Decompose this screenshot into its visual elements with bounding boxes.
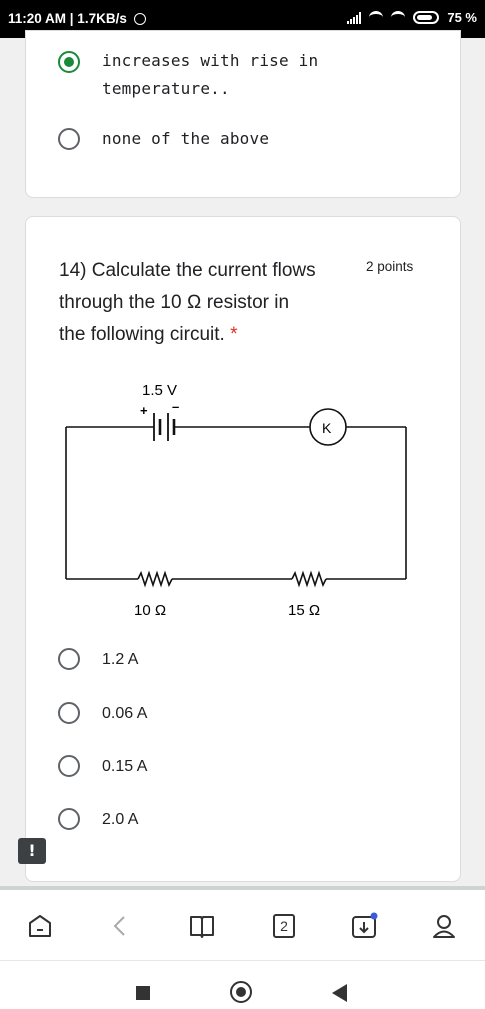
- circuit-diagram: 1.5 V + – K 10 Ω 15 Ω: [65, 382, 407, 619]
- wifi-icon: [391, 11, 406, 24]
- battery-percent: 75 %: [447, 10, 477, 25]
- option-increases-with-temperature[interactable]: increases with rise in temperature..: [58, 47, 318, 103]
- back-button[interactable]: [106, 912, 134, 940]
- option-1-2-a[interactable]: 1.2 A: [58, 648, 138, 672]
- resistor-10-label: 10 Ω: [134, 602, 166, 619]
- radio-unchecked[interactable]: [58, 808, 80, 830]
- option-label: 1.2 A: [102, 651, 139, 668]
- option-2-0-a[interactable]: 2.0 A: [58, 808, 138, 832]
- battery-plus-label: +: [140, 403, 148, 418]
- option-label: 0.06 A: [102, 705, 148, 722]
- recent-apps-icon[interactable]: [136, 986, 150, 1000]
- option-label: increases with rise in temperature..: [102, 51, 319, 98]
- battery-icon: [413, 11, 440, 24]
- radio-unchecked[interactable]: [58, 128, 80, 150]
- alarm-icon: [133, 13, 146, 25]
- required-asterisk: *: [230, 324, 238, 345]
- key-label: K: [322, 420, 332, 436]
- profile-button[interactable]: [430, 912, 458, 940]
- question-title: 14) Calculate the current flows through …: [59, 260, 316, 345]
- tabs-icon: 2: [273, 914, 295, 938]
- radio-unchecked[interactable]: [58, 648, 80, 670]
- status-time: 11:20 AM | 1.7KB/s: [8, 11, 146, 26]
- home-icon: [29, 915, 51, 937]
- radio-unchecked[interactable]: [58, 702, 80, 724]
- option-none-of-the-above[interactable]: none of the above: [58, 125, 269, 153]
- points-label: 2 points: [366, 259, 414, 274]
- system-nav-bar: [0, 960, 485, 1009]
- option-label: none of the above: [102, 129, 270, 148]
- download-icon: [352, 912, 378, 938]
- home-circle-icon[interactable]: [230, 981, 252, 1003]
- tabs-button[interactable]: 2: [270, 912, 298, 940]
- question-card: 14) Calculate the current flows through …: [25, 216, 461, 882]
- status-icons: 75 %: [347, 10, 477, 25]
- divider: [0, 886, 485, 890]
- radio-unchecked[interactable]: [58, 755, 80, 777]
- browser-bottom-nav: 2: [0, 890, 485, 960]
- book-icon: [190, 916, 214, 938]
- option-label: 2.0 A: [102, 811, 139, 828]
- battery-voltage-label: 1.5 V: [142, 382, 177, 399]
- home-button[interactable]: [26, 912, 54, 940]
- chevron-left-icon: [113, 916, 125, 936]
- signal-icon: [347, 11, 362, 24]
- hotspot-icon: [369, 11, 384, 24]
- profile-icon: [433, 915, 455, 938]
- option-0-06-a[interactable]: 0.06 A: [58, 702, 147, 726]
- report-alert-icon[interactable]: !: [18, 838, 46, 864]
- option-label: 0.15 A: [102, 758, 148, 775]
- resistor-15-label: 15 Ω: [288, 602, 320, 619]
- bookmarks-button[interactable]: [188, 912, 216, 940]
- back-triangle-icon[interactable]: [332, 984, 347, 1002]
- downloads-button[interactable]: [350, 912, 378, 940]
- radio-checked[interactable]: [58, 51, 80, 73]
- option-0-15-a[interactable]: 0.15 A: [58, 755, 147, 779]
- battery-minus-label: –: [172, 399, 179, 414]
- previous-question-card: increases with rise in temperature.. non…: [25, 30, 461, 198]
